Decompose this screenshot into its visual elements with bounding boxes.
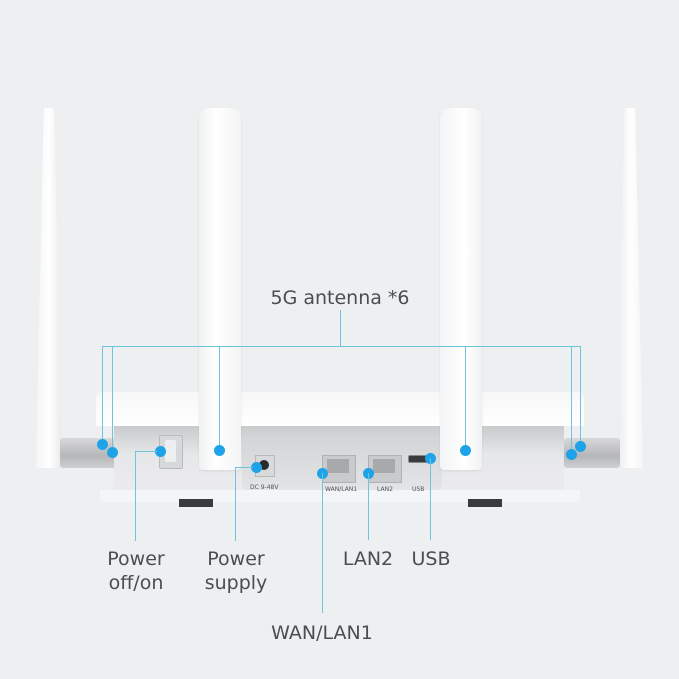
power-supply-line-h	[235, 467, 253, 468]
router-foot-left	[179, 499, 213, 507]
wan-port-label: WAN/LAN1	[325, 486, 358, 493]
antenna-line-6	[580, 346, 581, 446]
router-foot-right	[468, 499, 502, 507]
router-top-shell	[96, 392, 584, 426]
antenna-line-1	[102, 346, 103, 444]
lan2-port-socket	[373, 459, 395, 473]
antenna-dot-1	[97, 439, 108, 450]
antenna-line-5	[571, 346, 572, 454]
antenna-left-inner	[199, 108, 241, 470]
lan2-port-label: LAN2	[377, 486, 393, 493]
antenna-title: 5G antenna *6	[270, 287, 410, 309]
usb-port-label: USB	[412, 486, 425, 493]
power-switch-label-line1: Power	[107, 548, 165, 570]
power-switch-line-h	[135, 451, 157, 452]
power-switch-line-v	[135, 451, 136, 541]
dc-jack-hole	[259, 460, 269, 470]
antenna-dot-2	[107, 447, 118, 458]
power-switch-label-line2: off/on	[108, 572, 164, 594]
lan2-line	[368, 473, 369, 540]
router-bottom-shell	[100, 490, 580, 502]
wan-lan1-label: WAN/LAN1	[271, 622, 373, 644]
antenna-line-4	[465, 346, 466, 450]
power-supply-label-line1: Power	[207, 548, 265, 570]
dc-port-label: DC 9-48V	[250, 484, 279, 491]
antenna-bracket-stem	[340, 310, 341, 346]
power-switch-label: Power off/on	[90, 547, 182, 595]
usb-label: USB	[411, 548, 451, 570]
antenna-dot-6	[575, 441, 586, 452]
antenna-dot-4	[460, 445, 471, 456]
antenna-line-2	[112, 346, 113, 452]
antenna-dot-3	[214, 445, 225, 456]
antenna-dot-5	[566, 449, 577, 460]
antenna-right-inner	[440, 108, 482, 470]
antenna-line-3	[219, 346, 220, 450]
usb-line	[430, 458, 431, 540]
wan-line	[322, 473, 323, 613]
wan-lan1-port-socket	[327, 459, 349, 473]
power-supply-dot	[251, 462, 262, 473]
power-supply-label: Power supply	[190, 547, 282, 595]
lan2-label: LAN2	[342, 548, 394, 570]
power-switch-dot	[155, 446, 166, 457]
power-supply-label-line2: supply	[204, 572, 268, 594]
power-switch-rocker	[165, 440, 176, 462]
antenna-bracket-bar	[102, 346, 581, 347]
antenna-left-outer	[36, 108, 62, 468]
antenna-right-outer	[617, 108, 643, 468]
power-supply-line-v	[235, 467, 236, 541]
